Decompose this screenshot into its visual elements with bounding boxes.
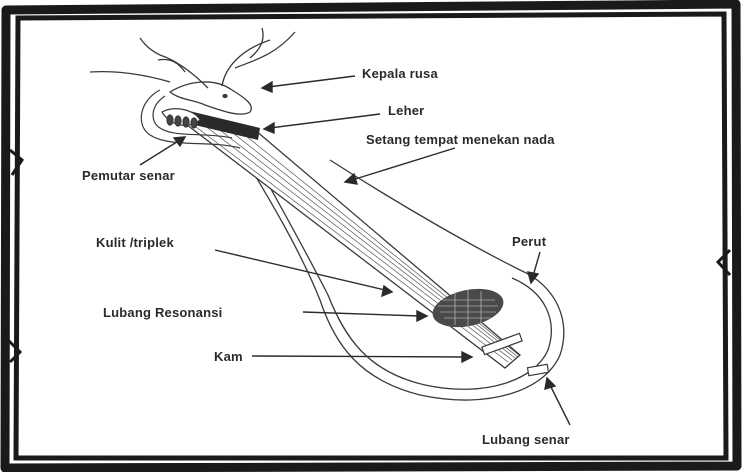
arrow-kam [252,356,465,357]
string-hole [527,364,548,375]
arrow-pemutar-senar [140,140,180,165]
label-kam: Kam [214,349,243,364]
label-lubang-senar: Lubang senar [482,432,570,447]
arrow-leher [270,114,380,128]
arrow-setang [352,148,455,180]
label-kulit-triplek: Kulit /triplek [96,235,174,250]
arrow-kepala-rusa [268,76,355,87]
label-pemutar-senar: Pemutar senar [82,168,175,183]
arrow-perut [533,252,540,276]
label-lubang-resonansi: Lubang Resonansi [103,305,223,320]
arrow-lubang-resonansi [303,312,420,316]
neck-fretboard [178,110,520,368]
label-leher: Leher [388,103,424,118]
label-perut: Perut [512,234,546,249]
arrow-lubang-senar [550,385,570,425]
label-kepala-rusa: Kepala rusa [362,66,438,81]
deer-head-icon [90,28,295,114]
label-setang: Setang tempat menekan nada [366,132,555,147]
